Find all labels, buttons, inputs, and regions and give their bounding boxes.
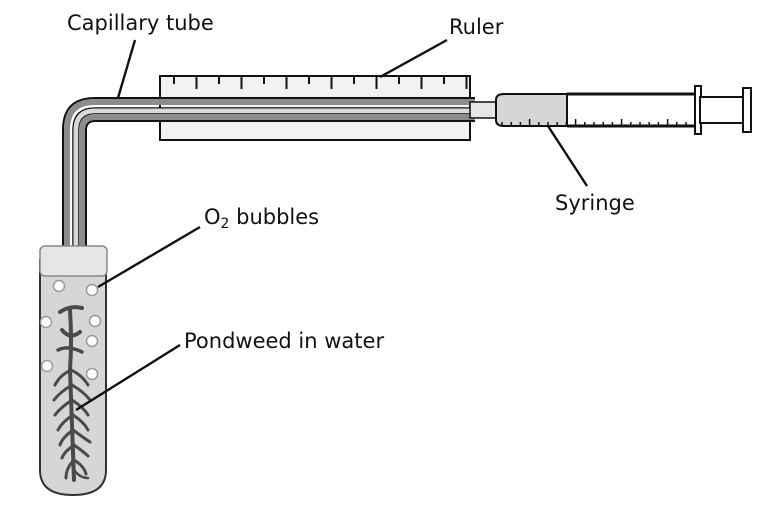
o2-bubble — [88, 314, 102, 328]
o2-subscript: 2 — [221, 216, 230, 232]
o2-bubble — [85, 367, 99, 381]
ruler-label: Ruler — [449, 15, 504, 39]
o2-bubble — [85, 283, 99, 297]
bubbles — [39, 279, 102, 381]
o2-bubble — [85, 334, 99, 348]
pondweed-leader — [75, 343, 181, 412]
capillary-tube-label: Capillary tube — [67, 11, 214, 35]
pondweed — [52, 305, 92, 482]
stopper — [39, 245, 108, 277]
syringe-ticks — [501, 119, 696, 126]
syringe-leader — [546, 125, 589, 187]
o2-bubbles-leader — [97, 225, 201, 289]
o2-bubble — [52, 279, 66, 293]
syringe — [495, 85, 752, 135]
syringe-label: Syringe — [555, 191, 635, 215]
capillary-tube-leader — [116, 39, 137, 99]
o2-bubble — [39, 315, 53, 329]
ruler-ticks — [173, 77, 468, 89]
pondweed-label: Pondweed in water — [184, 329, 384, 353]
o2-bubbles-label: O2 bubbles — [204, 205, 319, 232]
o2-prefix: O — [204, 205, 221, 229]
o2-bubble — [40, 359, 54, 373]
capillary-tube — [62, 97, 497, 248]
o2-suffix: bubbles — [229, 205, 319, 229]
ruler-leader — [379, 38, 448, 79]
